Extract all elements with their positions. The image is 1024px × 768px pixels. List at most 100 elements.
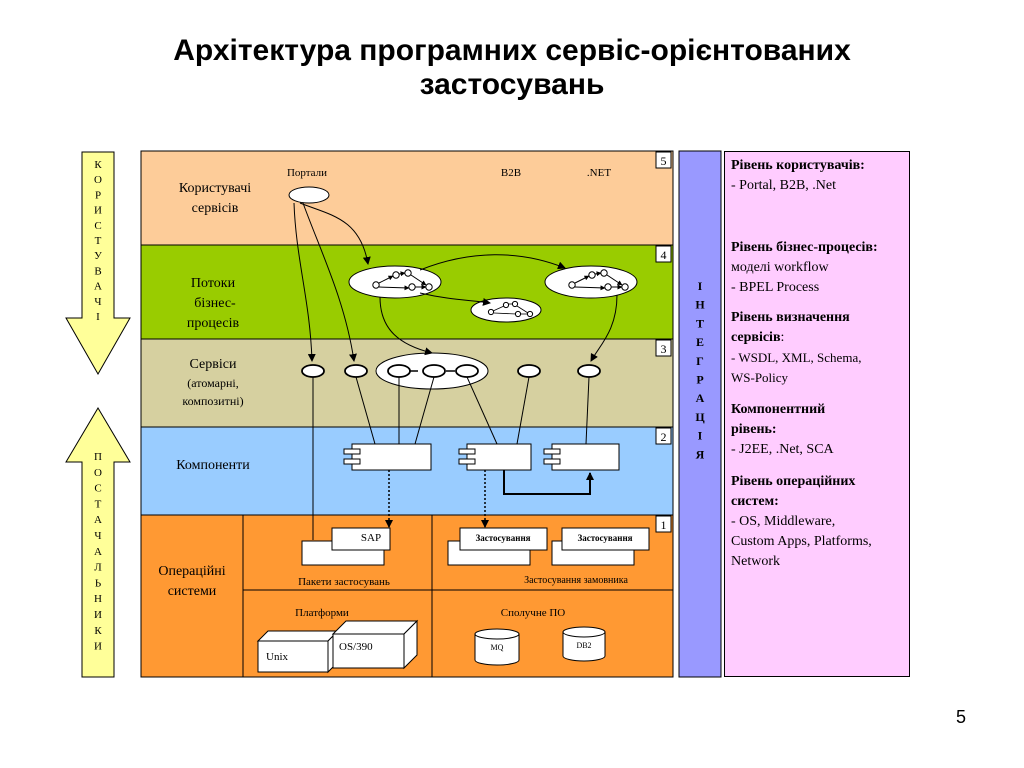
providers-arrow-letter-5: Ч: [94, 530, 101, 542]
users-arrow-letter-5: Т: [95, 235, 102, 247]
providers-arrow-letter-4: А: [94, 514, 102, 526]
providers-arrow-letter-3: Т: [95, 498, 102, 510]
os390-label: OS/390: [339, 641, 373, 653]
title-line-2: застосувань: [419, 68, 605, 101]
svc-level-body-2: WS-Policy: [731, 370, 789, 385]
os390-platform-box: [331, 619, 419, 670]
comp-level-head-1: Компонентний: [731, 402, 826, 417]
integration-letter-6: А: [696, 391, 705, 405]
providers-arrow-letter-1: О: [94, 467, 102, 479]
integration-letter-2: Т: [696, 316, 704, 330]
users-arrow-letter-6: У: [94, 250, 102, 262]
integration-letter-7: Ц: [695, 410, 705, 424]
providers-arrow-letter-8: Ь: [95, 577, 101, 589]
layer-number-1: 1: [661, 518, 667, 532]
layer-number-4: 4: [661, 248, 667, 262]
users-arrow-letter-10: І: [96, 311, 100, 323]
layer-number-3: 3: [661, 342, 667, 356]
integration-letter-5: Р: [696, 373, 703, 387]
portals-ellipse: [288, 186, 330, 204]
os-level-body-3: Network: [731, 554, 780, 569]
users-arrow-letter-4: С: [94, 220, 101, 232]
os-layer-name-2: системи: [168, 584, 217, 599]
custom-apps-label: Застосування замовника: [524, 575, 628, 586]
providers-arrow-letter-10: И: [94, 609, 102, 621]
os-label-box: [140, 514, 244, 678]
slide-title: Архітектура програмних сервіс-орієнтован…: [80, 34, 944, 102]
svc-level-head-1: Рівень визначення: [731, 310, 850, 325]
custom-app-1-label: Застосування: [475, 533, 530, 543]
composite-service: [375, 352, 489, 390]
custom-application-1: [447, 527, 548, 566]
process-flow-1: [348, 265, 442, 299]
process-layer-name-2: бізнес-: [194, 296, 236, 311]
users-arrow-letter-0: К: [94, 159, 102, 171]
sap-package: [301, 527, 391, 566]
bp-level-head: Рівень бізнес-процесів:: [731, 240, 878, 255]
app-packages-label: Пакети застосувань: [298, 576, 390, 588]
comp-level-head-2: рівень:: [731, 422, 777, 437]
atomic-service-1: [301, 364, 325, 378]
svc-level-colon: :: [780, 330, 785, 345]
levels-description-panel: Рівень користувачів: - Portal, B2B, .Net…: [724, 151, 910, 677]
os-level-body-2: Custom Apps, Platforms,: [731, 534, 872, 549]
page-number: 5: [955, 707, 966, 727]
providers-arrow-letter-2: С: [94, 483, 101, 495]
users-arrow-letter-1: О: [94, 174, 102, 186]
os-layer-name-1: Операційні: [158, 564, 225, 579]
component-2: [458, 443, 532, 471]
components-layer-name: Компоненти: [176, 458, 250, 473]
integration-letter-1: Н: [695, 298, 705, 312]
process-flow-2: [544, 265, 638, 299]
bp-level-body-2: - BPEL Process: [731, 280, 820, 295]
user-level-head: Рівень користувачів:: [731, 158, 865, 173]
net-label: .NET: [587, 167, 611, 179]
integration-letter-0: І: [698, 279, 703, 293]
providers-arrow-letter-7: Л: [94, 562, 102, 574]
providers-arrow-letter-9: Н: [94, 593, 102, 605]
users-layer-name-2: сервісів: [192, 201, 239, 216]
atomic-service-3: [517, 364, 541, 378]
providers-arrow-letter-0: П: [94, 451, 102, 463]
users-arrow-letter-7: В: [94, 265, 101, 277]
layer-number-5: 5: [661, 154, 667, 168]
portals-label: Портали: [287, 167, 327, 179]
custom-app-2-label: Застосування: [577, 533, 632, 543]
users-arrow-letter-3: И: [94, 205, 102, 217]
os-level-body-1: - OS, Middleware,: [731, 514, 836, 529]
users-arrow-letter-9: Ч: [94, 296, 101, 308]
providers-arrow-letter-12: И: [94, 641, 102, 653]
atomic-service-4: [577, 364, 601, 378]
unix-platform-box: [256, 629, 340, 674]
comp-level-body: - J2EE, .Net, SCA: [731, 442, 834, 457]
process-layer-name-1: Потоки: [191, 276, 236, 291]
services-layer-name-3: композитні): [182, 394, 243, 408]
b2b-label: B2B: [501, 167, 521, 179]
component-3: [543, 443, 620, 471]
platforms-label: Платформи: [295, 607, 349, 619]
atomic-service-2: [344, 364, 368, 378]
mq-label: MQ: [491, 643, 504, 652]
integration-letter-3: Е: [696, 335, 704, 349]
process-layer-name-3: процесів: [187, 316, 240, 331]
integration-letter-8: І: [698, 429, 703, 443]
components-layer: [140, 426, 674, 516]
os-level-head-2: систем:: [731, 494, 779, 509]
component-1: [343, 443, 432, 471]
integration-letter-4: Г: [696, 354, 704, 368]
db2-cylinder: [562, 626, 606, 662]
layer-number-2: 2: [661, 430, 667, 444]
title-line-1: Архітектура програмних сервіс-орієнтован…: [173, 34, 851, 67]
integration-letter-9: Я: [696, 447, 705, 461]
users-arrow-letter-2: Р: [95, 189, 101, 201]
svc-level-head-2: сервісів: [731, 330, 781, 345]
user-level-body: - Portal, B2B, .Net: [731, 178, 836, 193]
os-level-head-1: Рівень операційних: [731, 474, 856, 489]
db2-label: DB2: [576, 641, 591, 650]
services-layer-name-1: Сервіси: [190, 357, 237, 372]
users-layer-name-1: Користувачі: [179, 181, 251, 196]
users-layer: [140, 150, 674, 246]
custom-application-2: [551, 527, 650, 566]
middleware-label: Сполучне ПО: [501, 607, 566, 619]
